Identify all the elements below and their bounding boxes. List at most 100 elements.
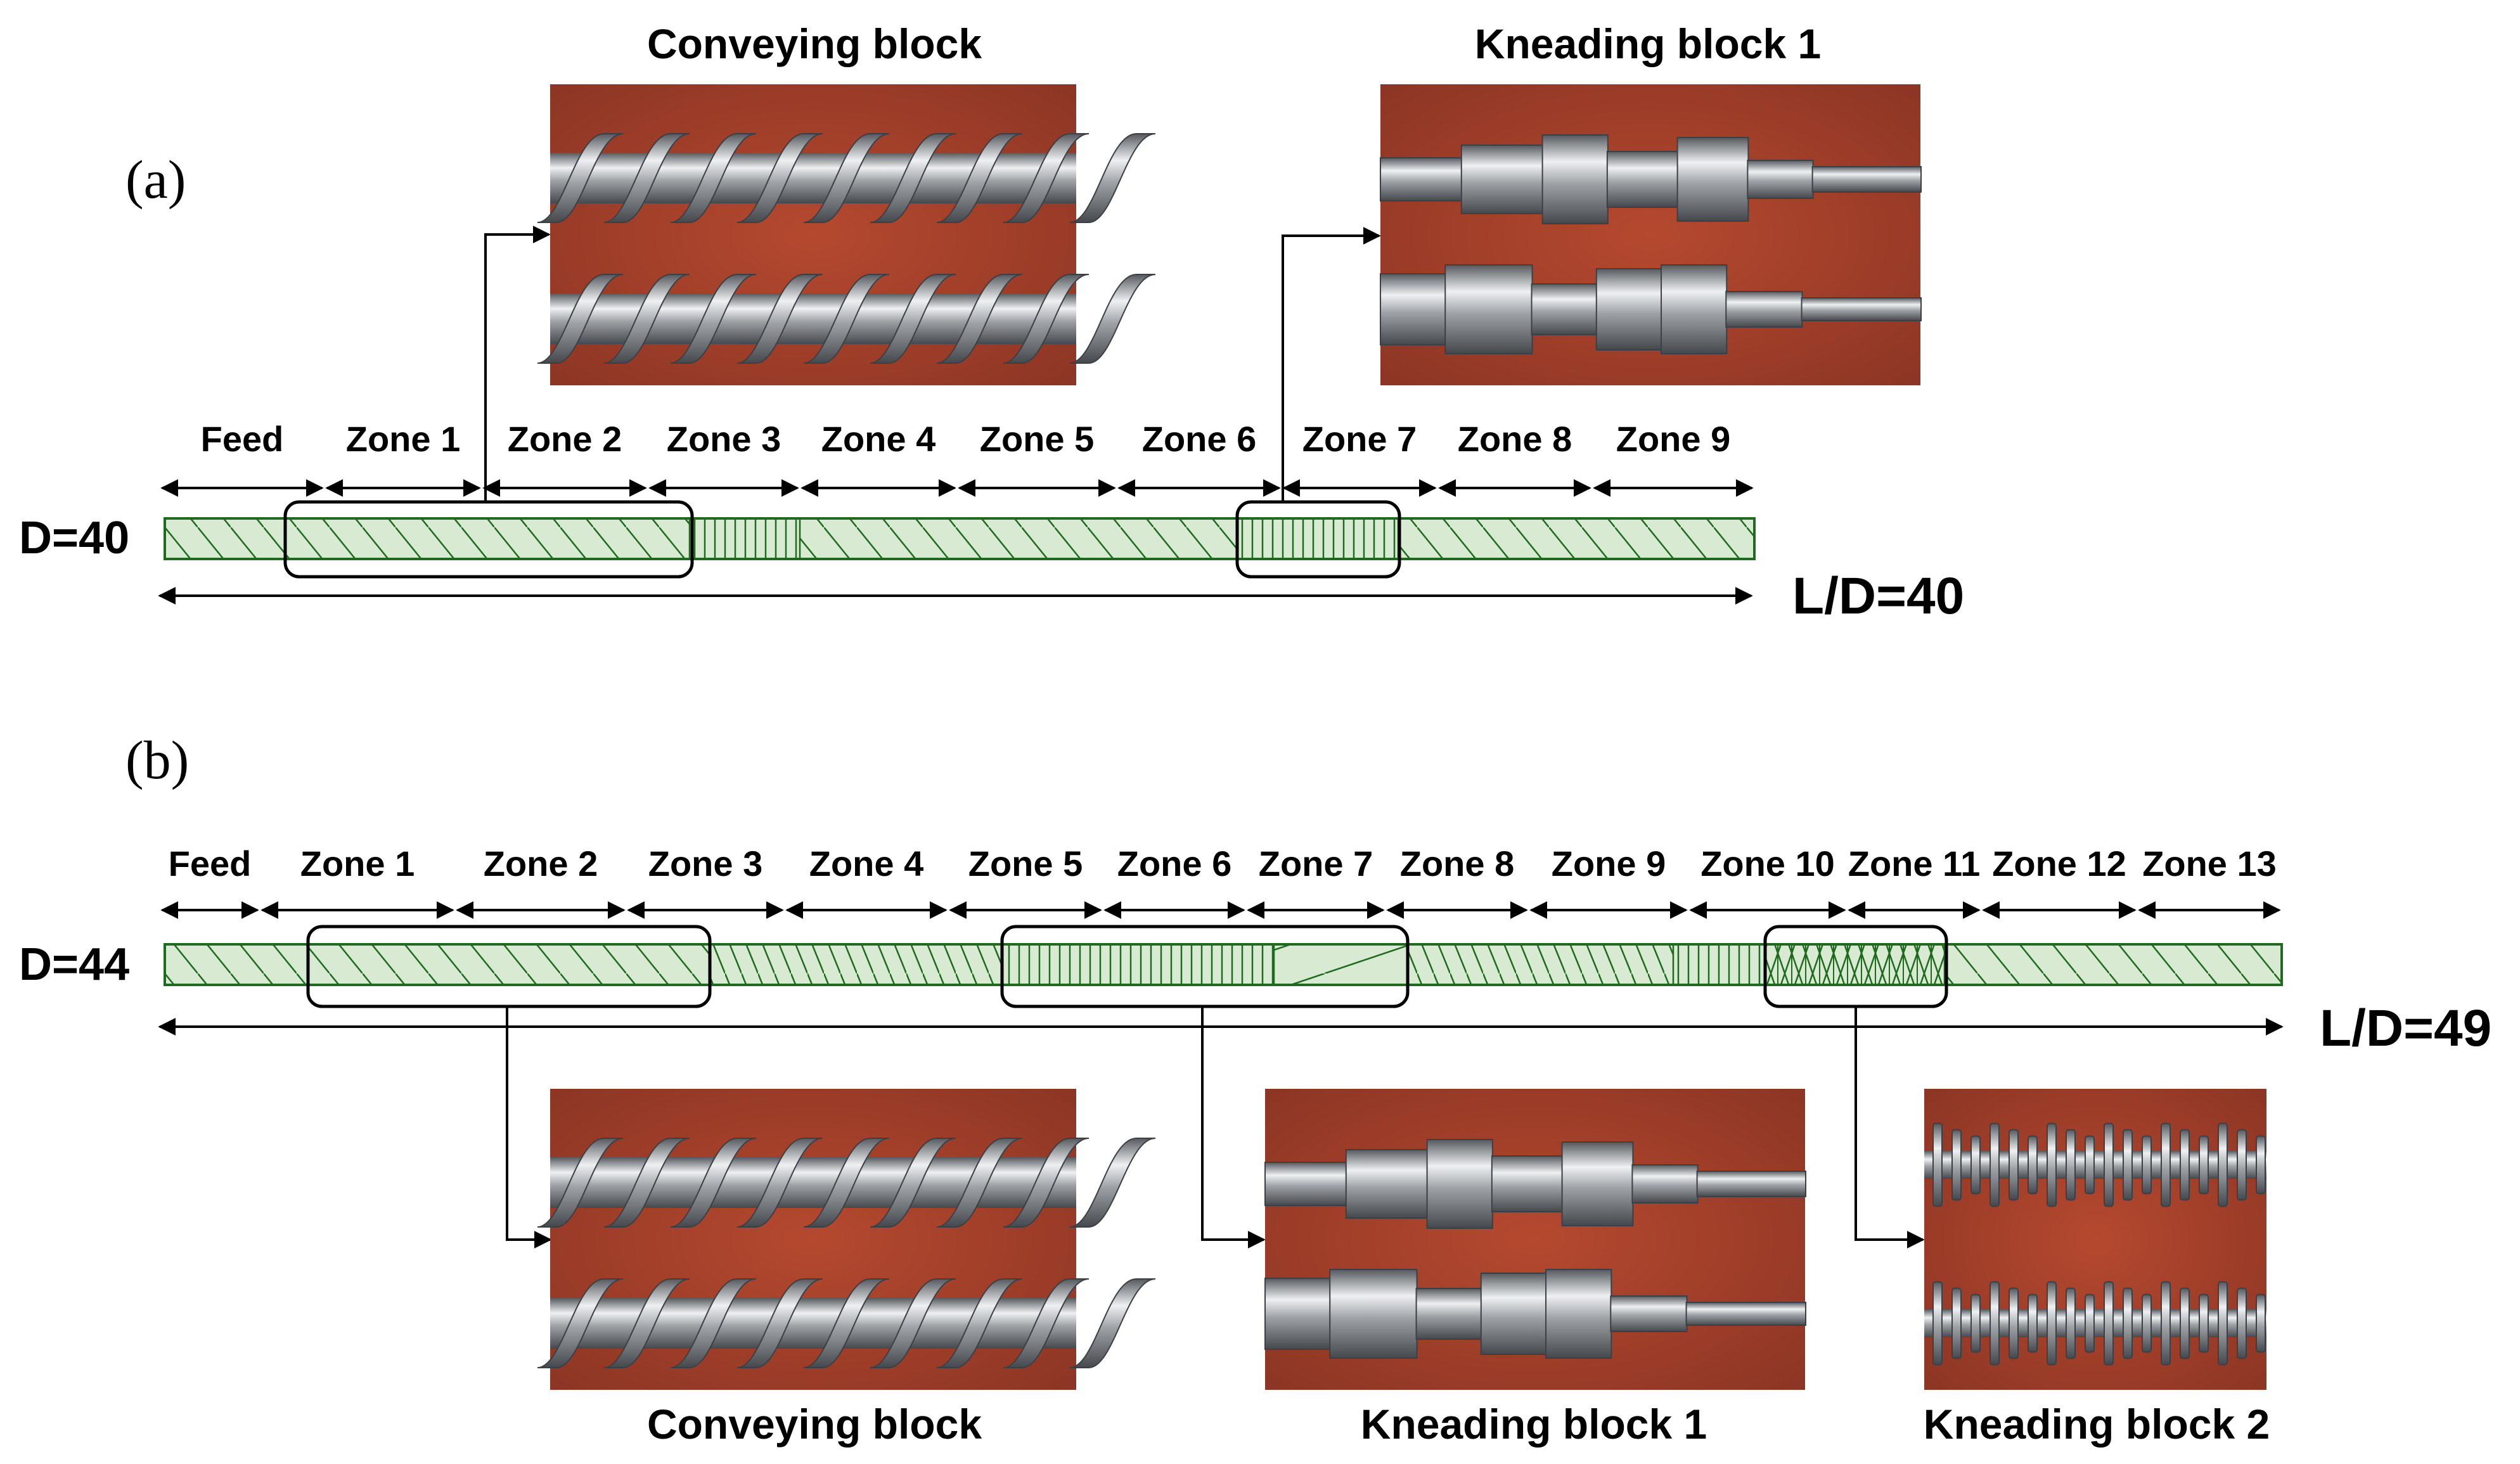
ratio-label-a: L/D=40 bbox=[1792, 567, 1964, 625]
screw-element bbox=[710, 944, 1001, 985]
screw-element bbox=[1237, 518, 1398, 559]
kneading-disc bbox=[2047, 1281, 2057, 1366]
screw-flight bbox=[736, 274, 823, 364]
kneading-disc bbox=[1932, 1122, 1943, 1207]
kneading-disc-photo bbox=[1924, 1089, 2266, 1390]
kneading-disc bbox=[1595, 268, 1663, 350]
kneading-disc bbox=[2009, 1129, 2019, 1201]
conveying-highlight-box-b bbox=[306, 925, 712, 1008]
zone-label: Zone 5 bbox=[980, 419, 1094, 459]
kneading-disc bbox=[1415, 1288, 1482, 1340]
kneading-disc bbox=[1426, 1139, 1493, 1229]
kneading-disc bbox=[1970, 1294, 1981, 1353]
screw-element bbox=[690, 518, 800, 559]
kneading-disc bbox=[1951, 1287, 1962, 1359]
kneading-disc bbox=[2047, 1122, 2057, 1207]
screw-shaft-b bbox=[164, 943, 2283, 986]
screw-flight bbox=[537, 1278, 624, 1368]
connector-arrow-kneading2-b bbox=[1855, 1006, 1925, 1249]
kneading-disc bbox=[1541, 134, 1609, 224]
screw-flight bbox=[670, 1138, 757, 1228]
connector-arrow-conveying-b bbox=[506, 1006, 552, 1249]
kneading-disc bbox=[1990, 1281, 2000, 1366]
screw-flight bbox=[803, 1278, 890, 1368]
screw-shaft bbox=[1924, 1309, 2266, 1337]
zone-label: Zone 2 bbox=[484, 844, 598, 883]
screw-flight bbox=[870, 133, 956, 223]
kneading-disc bbox=[1631, 1164, 1699, 1204]
kneading-disc bbox=[1970, 1135, 1981, 1195]
kneading-disc bbox=[1676, 137, 1749, 222]
screw-flight bbox=[936, 1138, 1023, 1228]
kneading-disc bbox=[1747, 160, 1814, 199]
zone-label: Feed bbox=[169, 844, 252, 883]
zone-label: Zone 6 bbox=[1142, 419, 1256, 459]
kneading-block-photo bbox=[1380, 84, 1922, 385]
kneading-disc bbox=[1531, 283, 1598, 335]
zone-label: Zone 12 bbox=[1992, 844, 2126, 883]
kneading-disc bbox=[2256, 1294, 2266, 1353]
panel-label-b: (b) bbox=[125, 729, 189, 790]
ratio-label-b: L/D=49 bbox=[2320, 999, 2491, 1057]
kneading-disc bbox=[1480, 1273, 1548, 1355]
kneading-disc bbox=[2142, 1294, 2152, 1353]
kneading-disc bbox=[1801, 297, 1922, 321]
screw-flight bbox=[670, 133, 757, 223]
kneading-disc bbox=[1329, 1269, 1418, 1359]
screw-element bbox=[165, 944, 710, 985]
screw-shaft bbox=[1924, 1151, 2266, 1179]
kneading-disc bbox=[1610, 1295, 1688, 1332]
kneading-disc bbox=[1606, 151, 1679, 208]
zone-label: Zone 11 bbox=[1848, 844, 1981, 883]
screw-flight bbox=[803, 274, 890, 364]
screw-flight bbox=[870, 1138, 956, 1228]
screw-element bbox=[1407, 944, 1673, 985]
screw-element bbox=[800, 518, 1237, 559]
kneading-disc bbox=[2180, 1287, 2190, 1359]
kneading-disc bbox=[2066, 1129, 2076, 1201]
zone-label: Zone 3 bbox=[667, 419, 781, 459]
photo-background bbox=[1924, 1089, 2266, 1390]
screw-flight bbox=[670, 1278, 757, 1368]
screw-flight bbox=[870, 274, 956, 364]
zone-label: Zone 3 bbox=[648, 844, 762, 883]
screw-flight bbox=[537, 274, 624, 364]
screw-flight bbox=[603, 133, 690, 223]
zone-label: Zone 6 bbox=[1117, 844, 1231, 883]
screw-flight bbox=[603, 1278, 690, 1368]
conveying-screw-photo bbox=[537, 1089, 1156, 1390]
screw-flight bbox=[736, 133, 823, 223]
kneading-disc bbox=[2218, 1122, 2228, 1207]
screw-flight bbox=[936, 1278, 1023, 1368]
kneading-disc bbox=[1561, 1141, 1634, 1226]
kneading-disc bbox=[1444, 264, 1533, 354]
kneading-disc bbox=[2161, 1122, 2171, 1207]
kneading-disc bbox=[2161, 1281, 2171, 1366]
photo-title-conveying-a: Conveying block bbox=[647, 20, 982, 67]
screw-flight bbox=[1069, 1138, 1156, 1228]
zone-label: Zone 8 bbox=[1400, 844, 1514, 883]
screw-flight bbox=[736, 1278, 823, 1368]
kneading-disc bbox=[1460, 144, 1544, 214]
kneading-disc bbox=[1725, 291, 1803, 328]
connector-arrow-kneading1-b bbox=[1201, 1006, 1266, 1249]
screw-flight bbox=[870, 1278, 956, 1368]
photo-title-kneading2-b: Kneading block 2 bbox=[1924, 1401, 2270, 1448]
kneading-disc bbox=[1491, 1155, 1564, 1212]
kneading-block-photo bbox=[1264, 1089, 1806, 1390]
screw-flight bbox=[670, 274, 757, 364]
screw-element bbox=[165, 518, 690, 559]
screw-flight bbox=[603, 274, 690, 364]
kneading-disc bbox=[2218, 1281, 2228, 1366]
kneading-disc bbox=[1932, 1281, 1943, 1366]
kneading1-highlight-box-b bbox=[1000, 925, 1410, 1008]
conveying-screw-photo bbox=[537, 84, 1156, 385]
kneading-disc bbox=[2066, 1287, 2076, 1359]
screw-flight bbox=[1069, 133, 1156, 223]
kneading-disc bbox=[1685, 1302, 1806, 1326]
kneading-disc bbox=[2199, 1135, 2209, 1195]
